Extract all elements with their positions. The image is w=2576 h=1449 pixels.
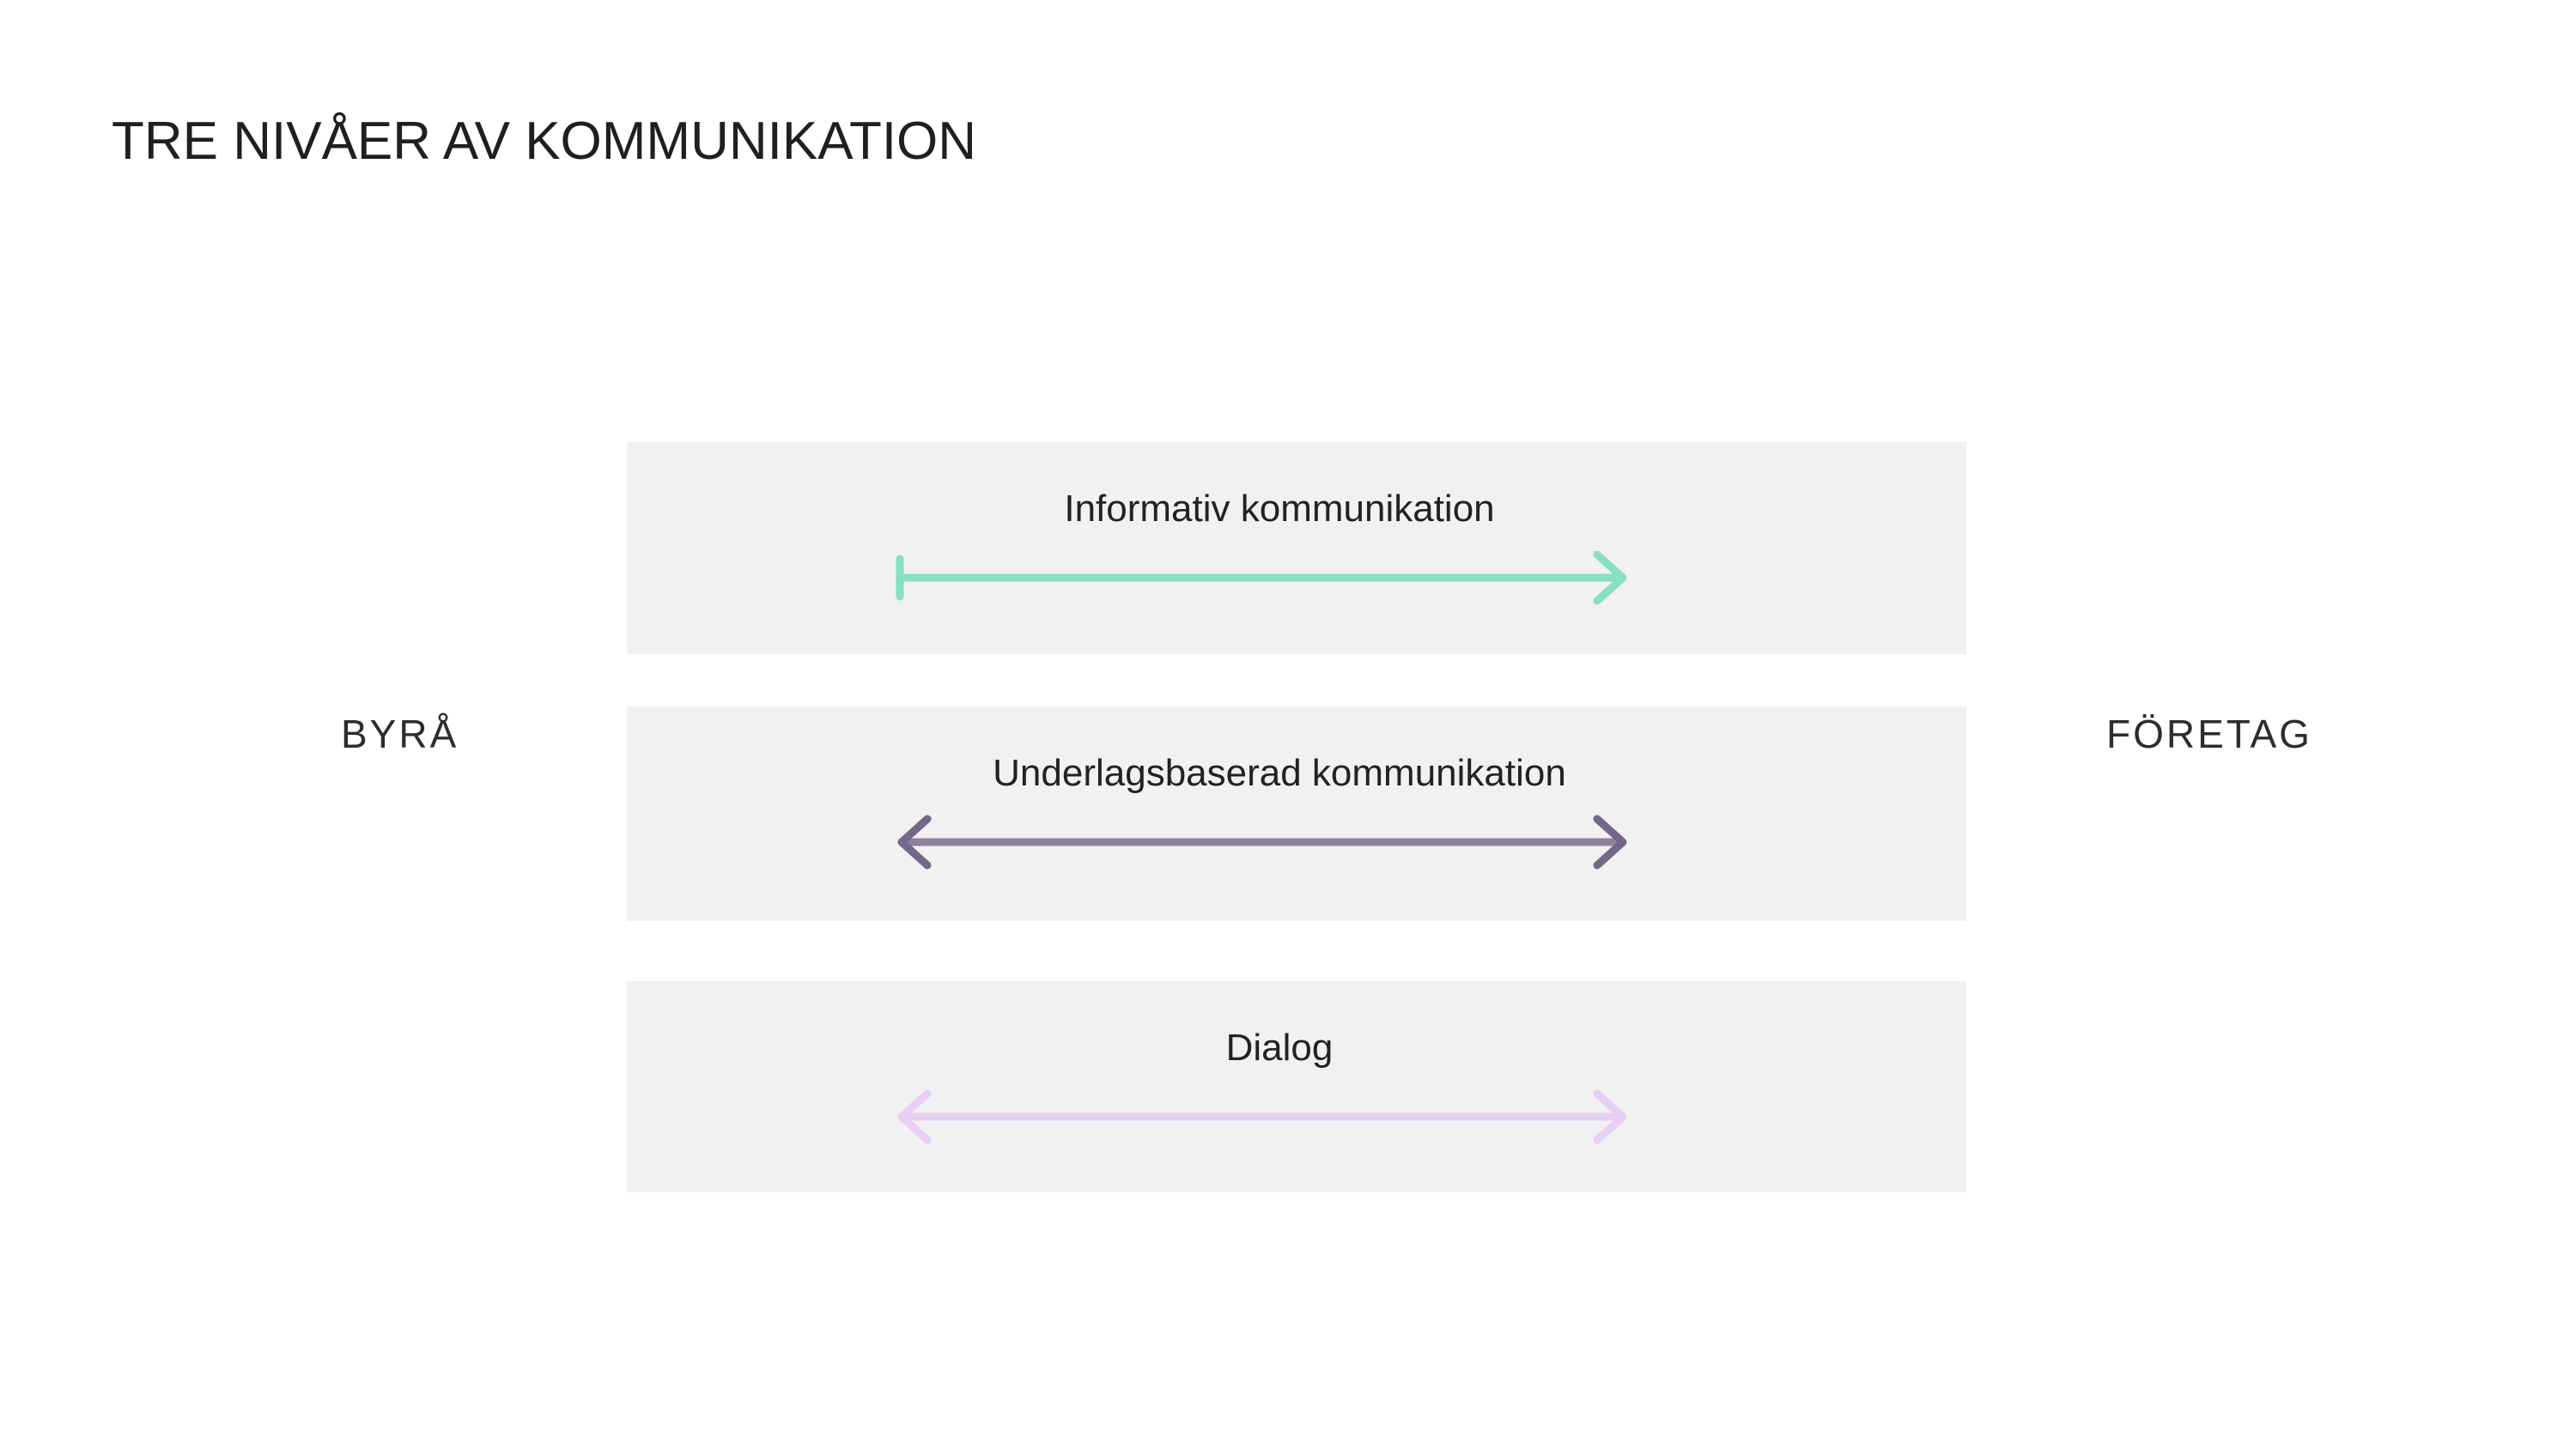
two-way-arrow-icon <box>897 815 1627 870</box>
level-label-underlagsbaserad: Underlagsbaserad kommunikation <box>993 752 1566 794</box>
level-label-informativ: Informativ kommunikation <box>1064 488 1495 530</box>
arrow-head-right <box>1593 815 1627 870</box>
level-box-dialog: Dialog <box>627 981 1966 1192</box>
right-actor-label: FÖRETAG <box>2106 712 2312 756</box>
left-actor-label: BYRÅ <box>341 712 459 756</box>
level-box-informativ: Informativ kommunikation <box>627 442 1966 654</box>
arrow-head-left <box>897 1089 932 1144</box>
arrow-head-left <box>897 815 932 870</box>
two-way-arrow-icon <box>897 1089 1627 1144</box>
slide-title: TRE NIVÅER AV KOMMUNIKATION <box>112 112 977 171</box>
level-box-underlagsbaserad: Underlagsbaserad kommunikation <box>627 706 1966 921</box>
arrow-head-right <box>1593 1089 1627 1144</box>
one-way-arrow-icon <box>896 550 1627 605</box>
level-label-dialog: Dialog <box>1225 1027 1334 1069</box>
arrow-head-right <box>1593 550 1627 605</box>
